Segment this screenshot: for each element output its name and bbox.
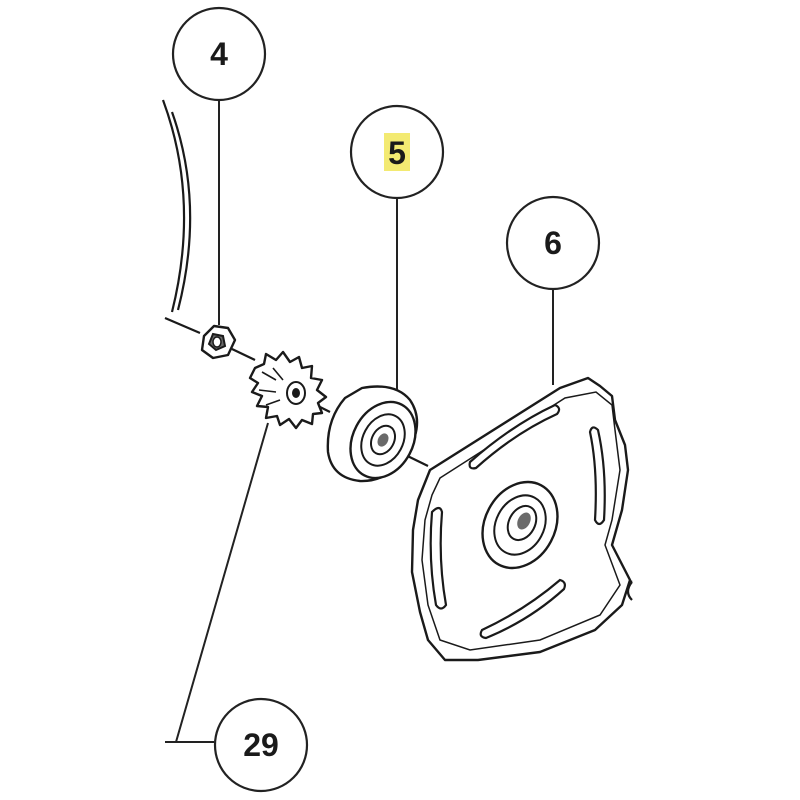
housing-edge-part (161, 99, 192, 313)
callout-29[interactable]: 29 (213, 697, 309, 793)
callout-circle (505, 195, 601, 291)
callout-4[interactable]: 4 (171, 6, 267, 102)
label-highlight (384, 133, 410, 171)
callout-label: 4 (210, 36, 228, 72)
callout-label: 6 (544, 225, 562, 261)
callout-6[interactable]: 6 (505, 195, 601, 291)
pinion-gear-part (248, 350, 328, 430)
leader-29 (165, 422, 269, 743)
callout-label: 29 (243, 727, 279, 763)
callout-circle (171, 6, 267, 102)
callout-circle (213, 697, 309, 793)
ball-bearing-part (326, 385, 419, 483)
mounting-plate-part (410, 376, 632, 662)
hex-nut-part (200, 324, 237, 360)
callout-label: 5 (388, 135, 406, 171)
leader-lines (165, 100, 554, 743)
callout-5[interactable]: 5 (349, 104, 445, 200)
